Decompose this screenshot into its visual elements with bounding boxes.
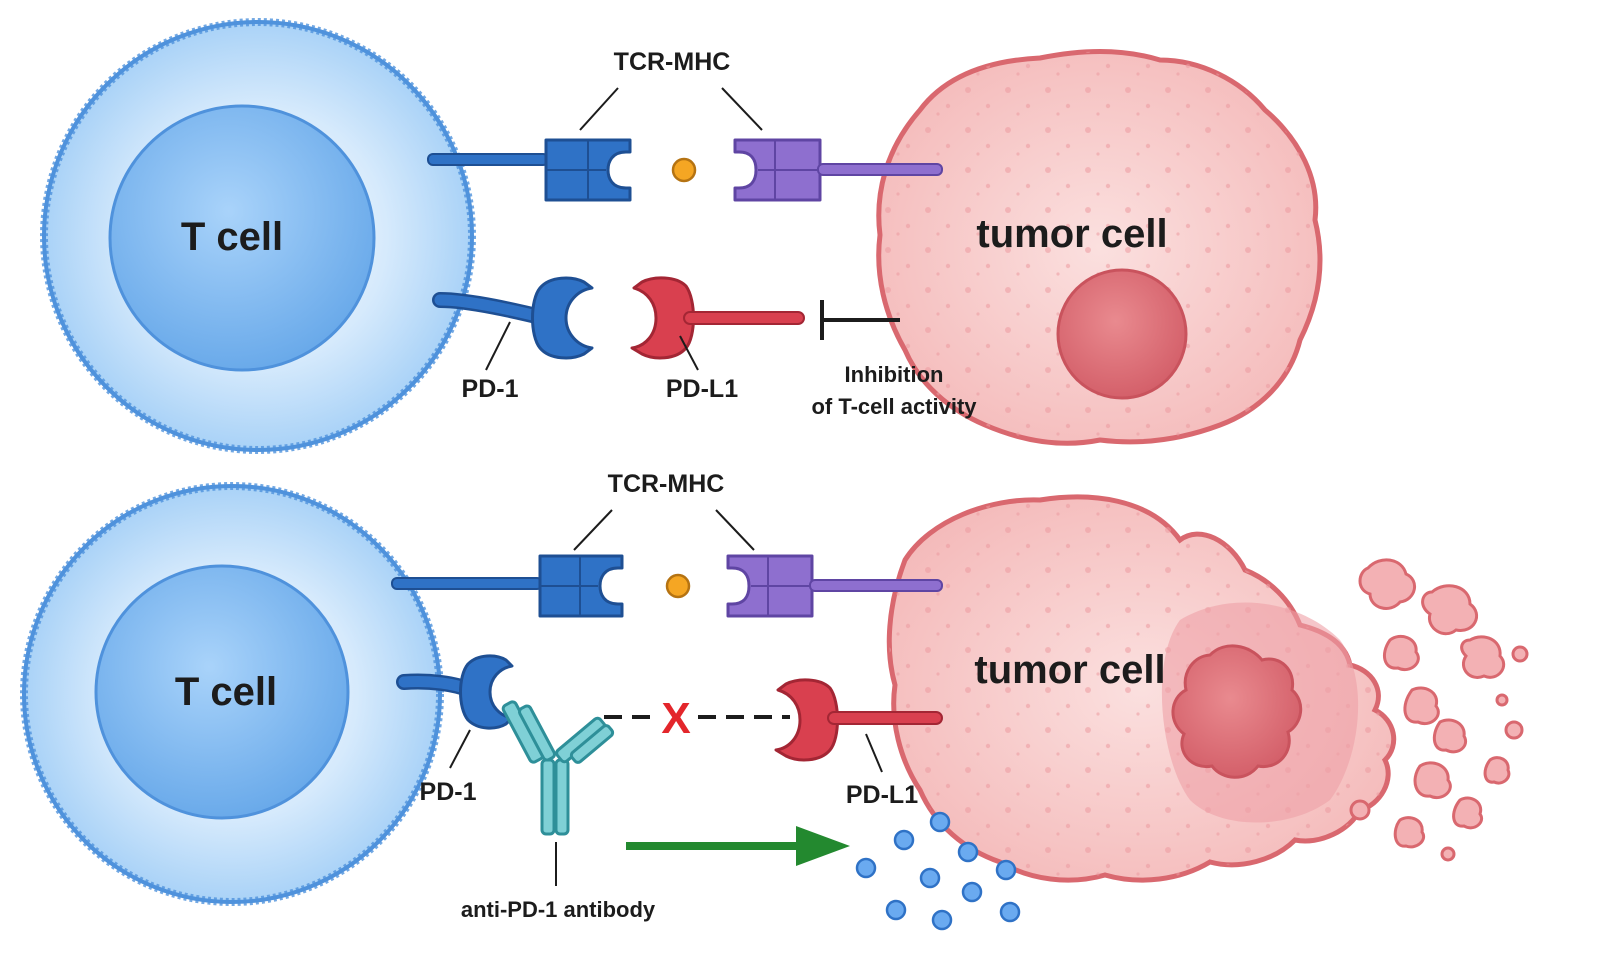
t-bar-inhibition-icon [820, 300, 900, 340]
bottom-tcr-receptor [391, 554, 624, 618]
bottom-tcr-leader [573, 509, 613, 551]
bottom-pdl1-ligand [774, 678, 943, 762]
inhibition-note-line1: Inhibition [845, 362, 944, 387]
bottom-pd1-receptor [396, 654, 514, 730]
top-pdl1-ligand [630, 276, 805, 360]
bottom-pd1-label: PD-1 [420, 778, 477, 806]
bottom-peptide [665, 573, 691, 599]
green-arrow-icon [626, 826, 850, 866]
tumor-debris-fragments [1349, 558, 1529, 862]
bottom-pd1-leader [449, 729, 471, 769]
top-t-cell-label: T cell [181, 215, 283, 259]
top-t-cell: T cell [40, 18, 476, 454]
top-tcr-receptor [427, 138, 632, 202]
bottom-panel: T cell tumor cell [20, 470, 1529, 931]
top-pd1-label: PD-1 [462, 375, 519, 403]
anti-pd1-antibody [501, 700, 615, 836]
bottom-t-cell-label: T cell [175, 670, 277, 714]
bottom-mhc-leader [715, 509, 755, 551]
top-mhc-leader [721, 87, 763, 131]
top-panel: T cell tumor cell TCR-MHC [40, 18, 1323, 454]
red-x-icon: X [661, 694, 690, 743]
top-tcr-mhc-label: TCR-MHC [614, 48, 731, 76]
anti-pd1-antibody-label: anti-PD-1 antibody [461, 897, 656, 922]
bottom-tumor-cell-label: tumor cell [974, 648, 1165, 692]
top-tumor-nucleus [1056, 268, 1188, 400]
top-tumor-cell: tumor cell [876, 49, 1323, 446]
bottom-pdl1-label: PD-L1 [846, 781, 918, 809]
bottom-tumor-cell-lysing: tumor cell [886, 494, 1397, 883]
inhibition-note-line2: of T-cell activity [811, 394, 977, 419]
top-mhc-receptor [733, 138, 943, 202]
top-pd1-leader [485, 321, 511, 371]
cytokine-dots [855, 811, 1021, 931]
bottom-mhc-receptor [726, 554, 943, 618]
top-t-cell-nucleus [108, 104, 376, 372]
bottom-t-cell: T cell [20, 482, 444, 906]
top-pdl1-label: PD-L1 [666, 375, 738, 403]
top-tcr-leader [579, 87, 619, 131]
top-pdl1-leader [679, 335, 699, 371]
bottom-tcr-mhc-label: TCR-MHC [608, 470, 725, 498]
top-pd1-receptor [432, 276, 594, 360]
bottom-pdl1-leader [865, 733, 883, 773]
blocked-interaction: X [604, 694, 790, 743]
top-tumor-cell-label: tumor cell [976, 212, 1167, 256]
bottom-t-cell-nucleus [94, 564, 350, 820]
bottom-tumor-nucleus [1171, 644, 1303, 779]
top-peptide [671, 157, 697, 183]
